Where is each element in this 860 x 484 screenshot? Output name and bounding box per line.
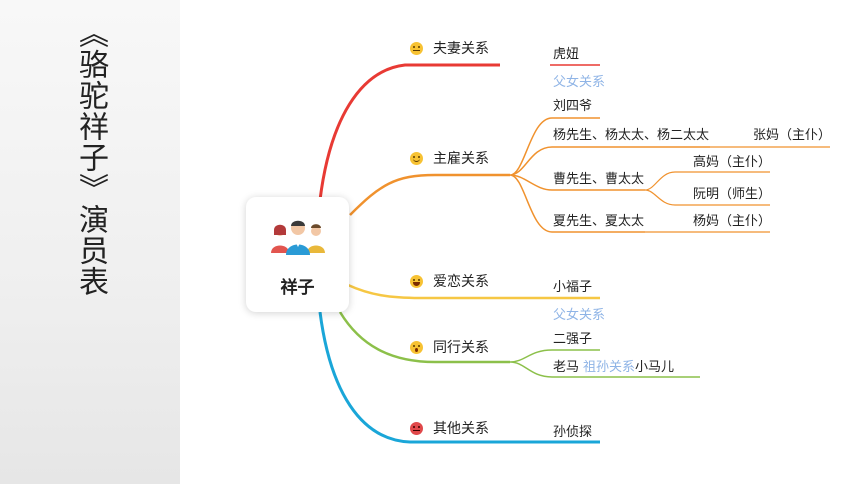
- line-red: [318, 63, 500, 201]
- line-blue: [318, 311, 600, 444]
- neutral-face-icon: [410, 41, 423, 55]
- leaf-detective: 孙侦探: [553, 425, 593, 440]
- relation-label: 父女关系: [553, 75, 606, 90]
- surprised-face-icon: [410, 340, 423, 354]
- connector-lines: [318, 63, 830, 444]
- line-yellow: [347, 283, 600, 300]
- line-green-fan: [509, 349, 700, 378]
- branch-other: 其他关系: [410, 418, 489, 438]
- branch-peer: 同行关系: [410, 337, 489, 357]
- laugh-face-icon: [410, 274, 423, 288]
- leaf-yangma: 杨妈（主仆）: [693, 214, 772, 229]
- branch-label: 其他关系: [433, 421, 489, 437]
- branch-label: 爱恋关系: [433, 274, 489, 290]
- line-cao-fan: [644, 171, 770, 206]
- line-green: [338, 311, 510, 364]
- page-title: 《骆驼祥子》演员表: [73, 18, 108, 297]
- branch-spouse: 夫妻关系: [410, 38, 489, 58]
- leaf-xiaomaer: 小马儿: [635, 360, 675, 375]
- leaf-cao: 曹先生、曹太太: [553, 172, 645, 187]
- leaf-liusiye: 刘四爷: [553, 99, 593, 114]
- mind-map: 祥子 夫妻关系 主雇关系 爱恋关系 同行关系 其他关系 虎妞 父女关系 刘四爷 …: [180, 0, 860, 484]
- line-orange-fan: [509, 117, 710, 233]
- grand-relation-label: 祖孙关系: [583, 360, 636, 375]
- leaf-zhangma: 张妈（主仆）: [753, 128, 832, 143]
- smile-face-icon: [410, 151, 423, 165]
- leaf-yang: 杨先生、杨太太、杨二太太: [553, 128, 710, 143]
- leaf-xiaofuzi: 小福子: [553, 280, 593, 295]
- branch-employment: 主雇关系: [410, 148, 489, 168]
- leaf-huniu: 虎妞: [553, 47, 580, 62]
- branch-love: 爱恋关系: [410, 271, 489, 291]
- branch-label: 同行关系: [433, 340, 489, 356]
- leaf-xia: 夏先生、夏太太: [553, 214, 645, 229]
- center-node: 祥子: [246, 197, 349, 312]
- leaf-erqiangzi: 二强子: [553, 332, 593, 347]
- people-group-icon: [271, 220, 325, 255]
- center-label: 祥子: [280, 278, 315, 298]
- leaf-ruanming: 阮明（师生）: [693, 187, 772, 202]
- relation-label: 父女关系: [553, 308, 606, 323]
- leaf-gaoma: 高妈（主仆）: [693, 155, 772, 170]
- leaf-laoma: 老马: [553, 360, 580, 375]
- angry-face-icon: [410, 421, 423, 435]
- line-orange: [349, 173, 510, 216]
- branch-label: 主雇关系: [433, 151, 489, 167]
- side-panel: 《骆驼祥子》演员表: [0, 0, 180, 484]
- branch-label: 夫妻关系: [433, 41, 489, 57]
